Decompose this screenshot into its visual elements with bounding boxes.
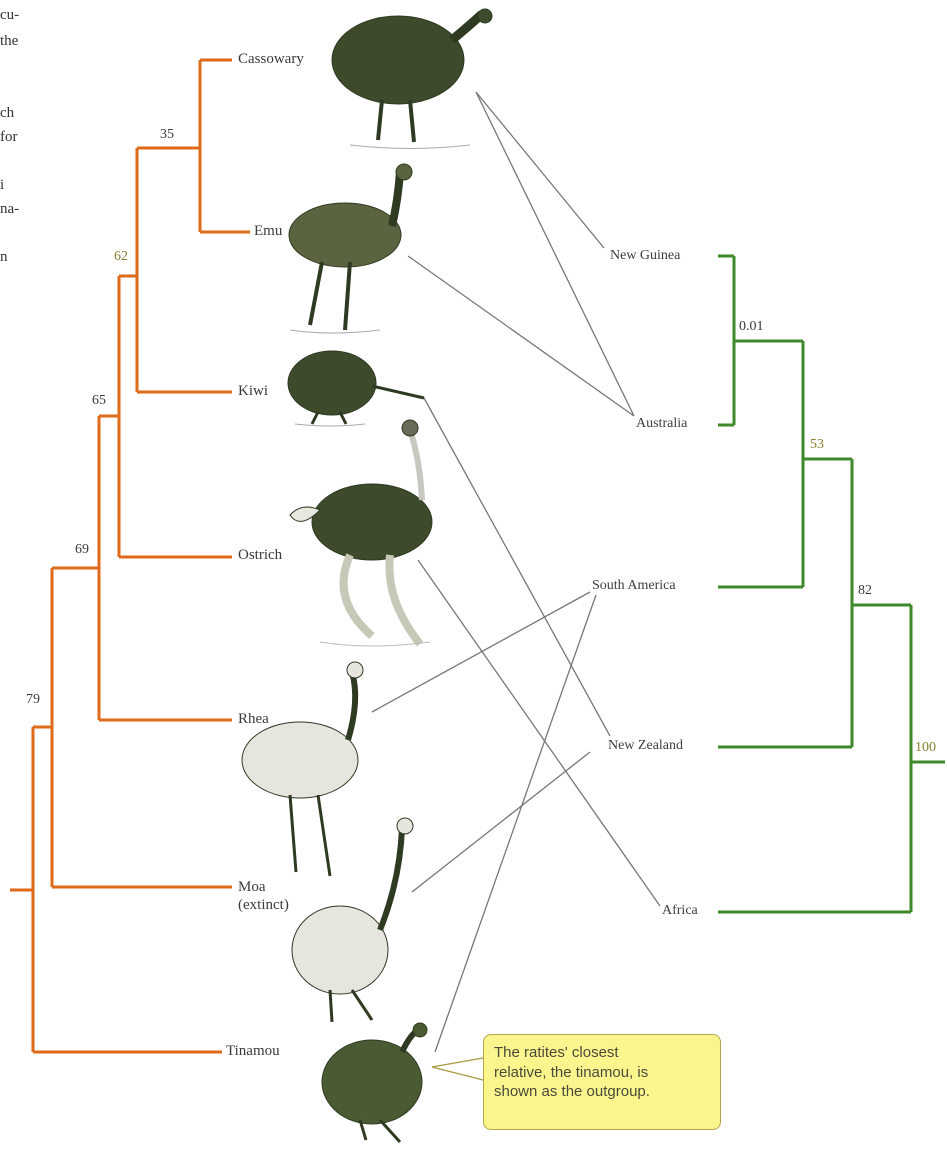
emu-illustration bbox=[289, 164, 412, 333]
margin-fragment: n bbox=[0, 250, 8, 265]
connector-emu-australia bbox=[408, 256, 634, 416]
node-label-35: 35 bbox=[160, 128, 174, 142]
callout-line: The ratites' closest bbox=[494, 1043, 710, 1063]
moa-illustration bbox=[292, 818, 413, 1022]
node-label-62: 62 bbox=[114, 250, 128, 264]
bird-illustrations bbox=[242, 9, 492, 1142]
connector-moa-new-zealand bbox=[412, 752, 590, 892]
margin-fragment: na- bbox=[0, 202, 19, 217]
node-label-82: 82 bbox=[858, 584, 872, 598]
connector-rhea-south-america bbox=[372, 592, 590, 712]
rhea-illustration bbox=[242, 662, 363, 876]
margin-fragment: i bbox=[0, 178, 4, 193]
taxon-moa: Moa bbox=[238, 880, 266, 896]
margin-fragment: for bbox=[0, 130, 18, 145]
taxon-moa-extinct: (extinct) bbox=[238, 898, 289, 914]
margin-fragment: ch bbox=[0, 106, 14, 121]
kiwi-illustration bbox=[288, 351, 424, 426]
node-label-53: 53 bbox=[810, 438, 824, 452]
area-tree bbox=[718, 256, 945, 912]
cassowary-illustration bbox=[332, 9, 492, 149]
tinamou-illustration bbox=[322, 1023, 427, 1142]
region-south-america: South America bbox=[592, 579, 676, 593]
margin-fragment: the bbox=[0, 34, 18, 49]
node-label-65: 65 bbox=[92, 394, 106, 408]
taxon-kiwi: Kiwi bbox=[238, 384, 268, 400]
connector-ostrich-africa bbox=[418, 560, 660, 906]
taxon-emu: Emu bbox=[254, 224, 282, 240]
callout-pointer bbox=[432, 1058, 483, 1080]
node-label-79: 79 bbox=[26, 693, 40, 707]
ostrich-illustration bbox=[290, 420, 432, 646]
bird-tree bbox=[10, 60, 250, 1052]
node-label-100: 100 bbox=[915, 741, 936, 755]
node-label-0.01: 0.01 bbox=[739, 320, 764, 334]
region-new-guinea: New Guinea bbox=[610, 249, 680, 263]
taxon-rhea: Rhea bbox=[238, 712, 269, 728]
taxon-tinamou: Tinamou bbox=[226, 1044, 280, 1060]
node-label-69: 69 bbox=[75, 543, 89, 557]
callout-line: shown as the outgroup. bbox=[494, 1082, 710, 1102]
callout-line: relative, the tinamou, is bbox=[494, 1063, 710, 1083]
taxon-ostrich: Ostrich bbox=[238, 548, 282, 564]
outgroup-callout: The ratites' closest relative, the tinam… bbox=[483, 1034, 721, 1130]
region-australia: Australia bbox=[636, 417, 687, 431]
region-africa: Africa bbox=[662, 904, 698, 918]
taxon-cassowary: Cassowary bbox=[238, 52, 304, 68]
region-new-zealand: New Zealand bbox=[608, 739, 683, 753]
connector-kiwi-new-zealand bbox=[424, 398, 610, 736]
margin-fragment: cu- bbox=[0, 8, 19, 23]
